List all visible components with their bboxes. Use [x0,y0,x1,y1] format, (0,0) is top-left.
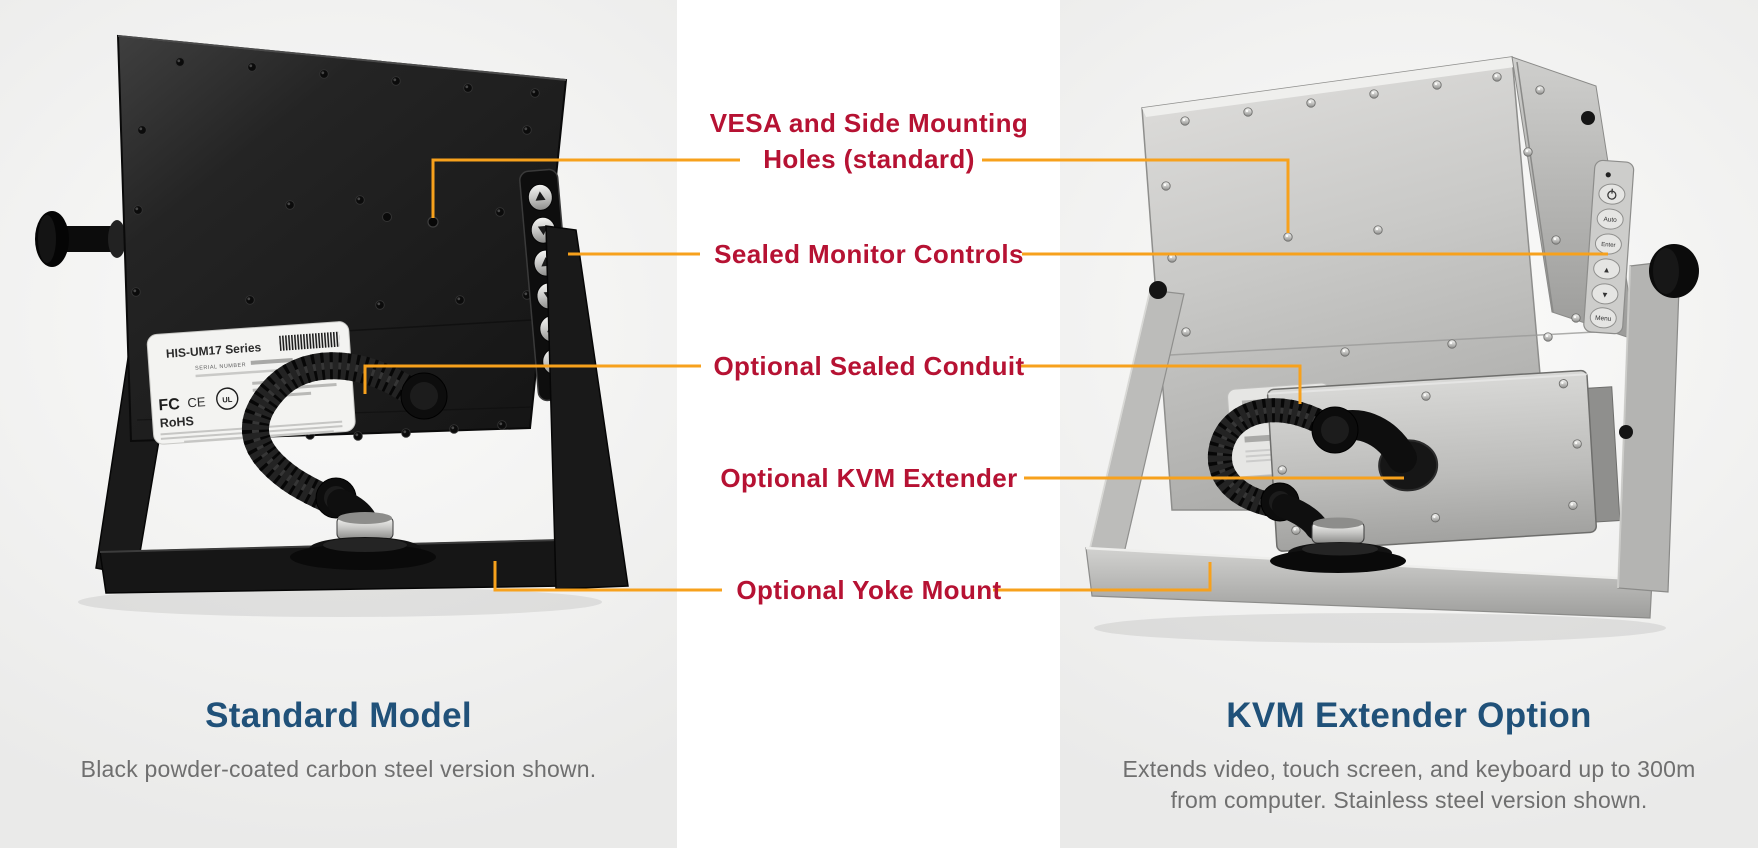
standard-model-description: Black powder-coated carbon steel version… [80,756,597,782]
callout-label: Optional Sealed Conduit [713,351,1025,381]
callout-optional-sealed-conduit: Optional Sealed Conduit [677,348,1061,384]
callout-sealed-monitor-controls: Sealed Monitor Controls [677,236,1061,272]
kvm-extender-caption: KVM Extender Option Extends video, touch… [1060,695,1758,816]
standard-model-title: Standard Model [205,696,472,735]
callout-vesa-mounting-holes: VESA and Side Mounting Holes (standard) [677,105,1061,177]
callout-optional-yoke-mount: Optional Yoke Mount [677,572,1061,608]
callout-label: Optional Yoke Mount [736,575,1002,605]
kvm-extender-title: KVM Extender Option [1226,696,1592,735]
standard-model-caption: Standard Model Black powder-coated carbo… [0,695,677,785]
callout-label: VESA and Side Mounting Holes (standard) [709,108,1029,174]
callout-label: Sealed Monitor Controls [714,239,1024,269]
callout-label: Optional KVM Extender [720,463,1018,493]
kvm-extender-description: Extends video, touch screen, and keyboar… [1122,756,1696,813]
callout-optional-kvm-extender: Optional KVM Extender [677,460,1061,496]
